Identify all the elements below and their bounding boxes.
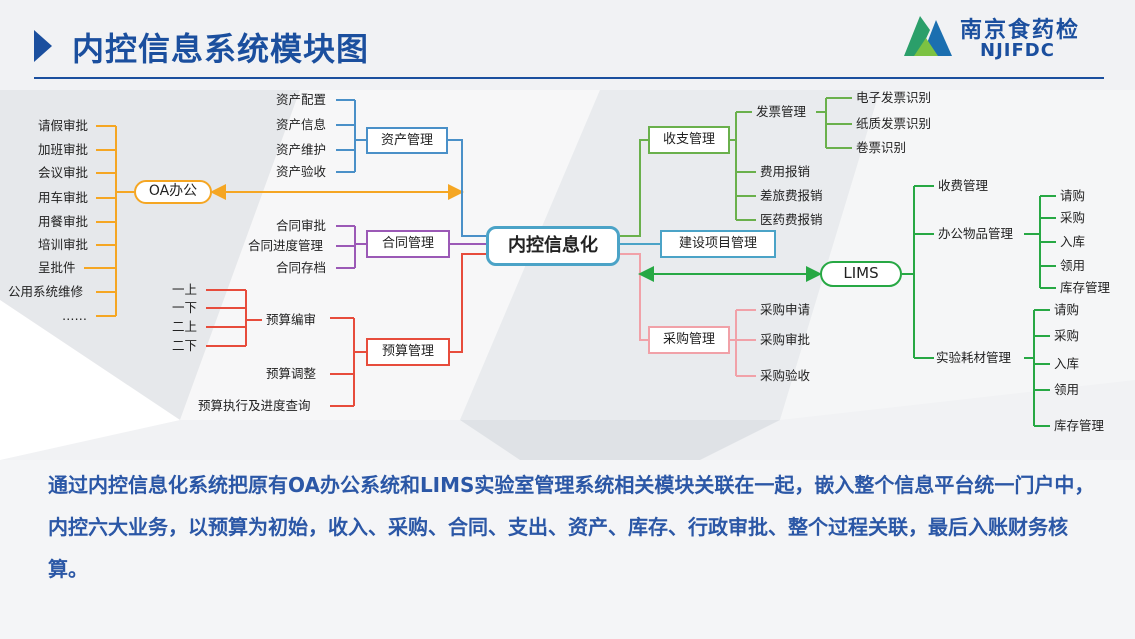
budget-query: 预算执行及进度查询 xyxy=(198,398,311,413)
lims-office-item: 采购 xyxy=(1060,210,1086,225)
lims-fee: 收费管理 xyxy=(938,178,989,193)
asset-item: 资产验收 xyxy=(276,164,327,179)
lims-reagent: 实验耗材管理 xyxy=(936,350,1012,365)
logo-text-en: NJIFDC xyxy=(980,40,1055,61)
oa-item: 加班审批 xyxy=(38,142,89,157)
budget-compile: 预算编审 xyxy=(266,312,317,327)
oa-item: 用餐审批 xyxy=(38,214,89,229)
invoice-node: 发票管理 xyxy=(756,104,807,119)
lims-reagent-item: 入库 xyxy=(1054,356,1080,371)
budget-node[interactable]: 预算管理 xyxy=(366,338,450,366)
contract-item: 合同进度管理 xyxy=(248,238,324,253)
contract-item: 合同审批 xyxy=(276,218,327,233)
title-arrow-icon xyxy=(34,30,52,62)
oa-item: 呈批件 xyxy=(38,260,76,275)
oa-item: 公用系统维修 xyxy=(8,284,84,299)
asset-item: 资产维护 xyxy=(276,142,327,157)
logo-text-cn: 南京食药检 xyxy=(960,18,1081,43)
income-node[interactable]: 收支管理 xyxy=(648,126,730,154)
center-node[interactable]: 内控信息化 xyxy=(486,226,620,266)
oa-item: 培训审批 xyxy=(38,237,89,252)
budget-compile-item: 一上 xyxy=(172,282,198,297)
contract-item: 合同存档 xyxy=(276,260,327,275)
logo-icon xyxy=(904,16,952,56)
budget-compile-item: 一下 xyxy=(172,300,198,315)
lims-office-item: 请购 xyxy=(1060,188,1086,203)
asset-item: 资产信息 xyxy=(276,117,327,132)
invoice-item: 电子发票识别 xyxy=(856,90,932,105)
lims-reagent-item: 请购 xyxy=(1054,302,1080,317)
lims-office-item: 入库 xyxy=(1060,234,1086,249)
project-node[interactable]: 建设项目管理 xyxy=(660,230,776,258)
income-item: 医药费报销 xyxy=(760,212,823,227)
description-text: 通过内控信息化系统把原有OA办公系统和LIMS实验室管理系统相关模块关联在一起，… xyxy=(48,473,1095,581)
purchase-node[interactable]: 采购管理 xyxy=(648,326,730,354)
title-underline xyxy=(34,77,1104,79)
budget-compile-item: 二上 xyxy=(172,319,198,334)
budget-adjust: 预算调整 xyxy=(266,366,317,381)
purchase-item: 采购审批 xyxy=(760,332,811,347)
income-item: 费用报销 xyxy=(760,164,811,179)
lims-reagent-item: 领用 xyxy=(1054,382,1080,397)
lims-office-item: 库存管理 xyxy=(1060,280,1111,295)
asset-item: 资产配置 xyxy=(276,92,327,107)
oa-item: …… xyxy=(62,308,87,323)
income-item: 差旅费报销 xyxy=(760,188,823,203)
lims-reagent-item: 库存管理 xyxy=(1054,418,1105,433)
oa-item: 用车审批 xyxy=(38,190,89,205)
lims-node[interactable]: LIMS xyxy=(820,261,902,287)
invoice-item: 卷票识别 xyxy=(856,140,907,155)
asset-node[interactable]: 资产管理 xyxy=(366,127,448,154)
lims-reagent-item: 采购 xyxy=(1054,328,1080,343)
budget-compile-item: 二下 xyxy=(172,338,198,353)
page-title: 内控信息系统模块图 xyxy=(72,30,370,68)
lims-office: 办公物品管理 xyxy=(938,226,1014,241)
purchase-item: 采购验收 xyxy=(760,368,811,383)
contract-node[interactable]: 合同管理 xyxy=(366,230,450,258)
oa-item: 请假审批 xyxy=(38,118,89,133)
oa-item: 会议审批 xyxy=(38,165,89,180)
oa-node[interactable]: OA办公 xyxy=(134,180,212,204)
lims-office-item: 领用 xyxy=(1060,258,1086,273)
purchase-item: 采购申请 xyxy=(760,302,811,317)
invoice-item: 纸质发票识别 xyxy=(856,116,932,131)
